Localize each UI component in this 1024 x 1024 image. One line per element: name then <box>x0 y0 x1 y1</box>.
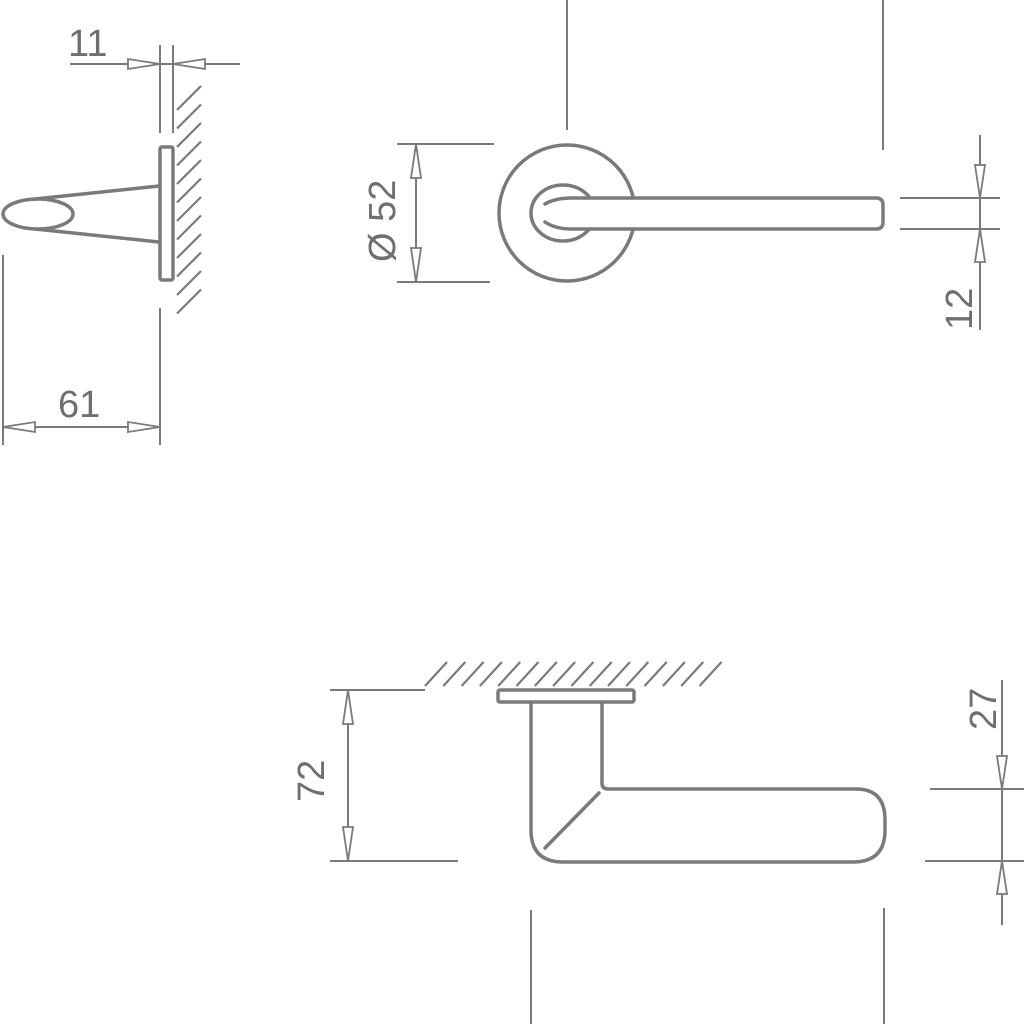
dim-label-27: 27 <box>963 688 1005 730</box>
wall-hatch-horizontal <box>424 661 723 687</box>
hatch-line <box>607 661 631 687</box>
hatch-line <box>176 122 202 148</box>
hatch-line <box>176 177 202 204</box>
dim-label-72: 72 <box>291 760 333 802</box>
lever-end-ellipse <box>1 197 75 231</box>
hatch-line <box>176 103 202 130</box>
hatch-line <box>698 661 723 687</box>
dim-label-61: 61 <box>58 384 100 426</box>
hatch-line <box>643 661 668 687</box>
hatch-line <box>625 661 650 687</box>
hatch-line <box>176 159 202 185</box>
hatch-line <box>176 85 202 111</box>
hatch-line <box>533 661 558 687</box>
lever-top-edge <box>33 184 161 201</box>
lever-front <box>543 196 885 231</box>
hatch-line <box>479 661 503 687</box>
hatch-line <box>588 661 613 687</box>
hatch-line <box>176 233 202 259</box>
top-view: 72 27 <box>291 661 1024 1024</box>
hatch-line <box>497 661 522 687</box>
hatch-line <box>570 661 595 687</box>
hatch-line <box>515 661 540 687</box>
hatch-line <box>176 140 202 167</box>
dim-label-12: 12 <box>939 288 981 330</box>
rose-plate-top <box>496 688 636 704</box>
hatch-line <box>460 661 485 687</box>
dim-label-diameter-52: Ø 52 <box>362 180 404 262</box>
hatch-line <box>176 251 202 278</box>
hatch-line <box>176 214 202 241</box>
dim-label-11: 11 <box>68 23 107 65</box>
hatch-line <box>680 661 705 687</box>
wall-hatch-vertical <box>176 85 202 315</box>
hatch-line <box>176 196 202 222</box>
rose-plate-side <box>158 145 175 282</box>
hatch-line <box>424 661 448 687</box>
hatch-line <box>176 288 202 315</box>
hatch-line <box>662 661 686 687</box>
lever-bottom-edge <box>33 227 161 244</box>
side-view: 11 61 <box>1 23 240 445</box>
hatch-line <box>176 270 202 296</box>
hatch-line <box>442 661 467 687</box>
lever-top <box>529 700 887 864</box>
front-view: Ø 52 12 <box>362 0 1000 330</box>
hatch-line <box>552 661 576 687</box>
